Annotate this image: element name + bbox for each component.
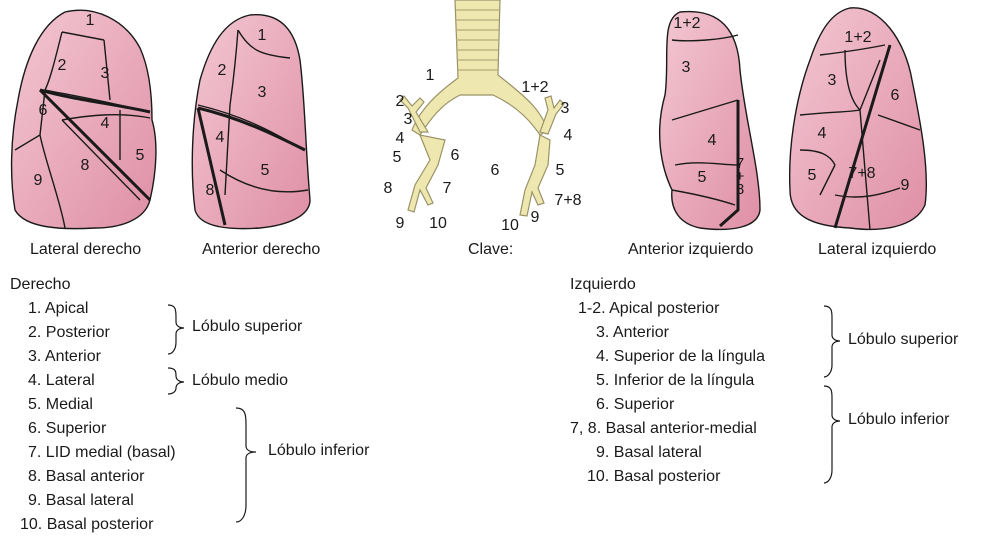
clave-l-5: 5 [556,162,565,179]
caption-anterior-derecho: Anterior derecho [202,241,320,259]
clave-r-1: 1 [426,67,435,84]
ant-der-label-5: 5 [261,162,270,179]
caption-lateral-derecho: Lateral derecho [30,241,141,259]
clave-r-3: 3 [404,111,413,128]
clave-r-9: 9 [396,215,405,232]
legend-izquierdo-item: 9. Basal lateral [570,441,765,465]
lat-izq-label-9: 9 [901,177,910,194]
lat-der-label-1: 1 [86,12,95,29]
legend-izquierdo-item: 5. Inferior de la língula [570,369,765,393]
legend-izquierdo-item: 7, 8. Basal anterior-medial [570,417,765,441]
lat-der-label-9: 9 [34,172,43,189]
ant-der-label-4: 4 [216,129,225,146]
legend-derecho-item: 4. Lateral [20,369,176,393]
lat-izq-label-7-8: 7+8 [848,165,875,182]
group-izquierdo-inferior: Lóbulo inferior [848,411,949,429]
legend-izquierdo-item: 6. Superior [570,393,765,417]
lat-der-label-6: 6 [39,102,48,119]
lung-lateral-derecho [12,10,156,228]
ant-izq-label-7-8: 7+8 [736,155,745,198]
caption-anterior-izquierdo: Anterior izquierdo [628,241,753,259]
clave-l-9: 9 [531,209,540,226]
lat-der-label-4: 4 [101,115,110,132]
lat-der-label-3: 3 [101,65,110,82]
group-derecho-medio: Lóbulo medio [192,372,288,390]
clave-l-6: 6 [491,162,500,179]
lat-izq-label-1-2: 1+2 [844,29,871,46]
ant-izq-label-4: 4 [708,132,717,149]
legend-derecho-item: 9. Basal lateral [20,489,176,513]
legend-derecho: Derecho 1. Apical 2. Posterior 3. Anteri… [10,273,176,537]
legend-izquierdo: Izquierdo 1-2. Apical posterior 3. Anter… [570,273,765,489]
lat-der-label-2: 2 [58,57,67,74]
legend-derecho-item: 5. Medial [20,393,176,417]
lat-izq-label-6: 6 [891,87,900,104]
clave-l-3: 3 [561,100,570,117]
legend-derecho-title: Derecho [10,273,176,297]
legend-derecho-item: 8. Basal anterior [20,465,176,489]
clave-r-10: 10 [429,215,447,232]
clave-r-8: 8 [384,180,393,197]
ant-izq-label-5: 5 [698,169,707,186]
ant-der-label-1: 1 [258,27,267,44]
legend-derecho-item: 7. LID medial (basal) [20,441,176,465]
legend-izquierdo-item: 10. Basal posterior [570,465,765,489]
caption-lateral-izquierdo: Lateral izquierdo [818,241,936,259]
lung-segments-figure: 1 2 3 6 4 5 8 9 1 2 3 4 5 8 1 2 3 4 [0,0,997,270]
group-derecho-inferior: Lóbulo inferior [268,442,369,460]
lat-izq-label-5: 5 [808,167,817,184]
group-derecho-superior: Lóbulo superior [192,318,302,336]
legend-izquierdo-title: Izquierdo [570,273,765,297]
clave-r-6: 6 [451,147,460,164]
lat-der-label-8: 8 [81,157,90,174]
ant-izq-label-1-2: 1+2 [673,15,700,32]
legend-derecho-item: 2. Posterior [20,321,176,345]
legend-izquierdo-item: 3. Anterior [570,321,765,345]
ant-der-label-8: 8 [206,182,215,199]
clave-l-7-8: 7+8 [554,192,581,209]
clave-r-5: 5 [393,149,402,166]
group-izquierdo-superior: Lóbulo superior [848,331,958,349]
legend-derecho-item: 1. Apical [20,297,176,321]
legend-izquierdo-item: 4. Superior de la língula [570,345,765,369]
clave-l-10: 10 [501,217,519,234]
clave-r-7: 7 [443,180,452,197]
legend-izquierdo-item: 1-2. Apical posterior [570,297,765,321]
lat-der-label-5: 5 [136,147,145,164]
ant-der-label-3: 3 [258,84,267,101]
clave-r-4: 4 [396,130,405,147]
lung-anterior-izquierdo [660,12,760,230]
legend-derecho-item: 3. Anterior [20,345,176,369]
lat-izq-label-4: 4 [818,125,827,142]
legend-derecho-item: 6. Superior [20,417,176,441]
clave-l-1-2: 1+2 [521,79,548,96]
lat-izq-label-3: 3 [828,72,837,89]
legend-derecho-item: 10. Basal posterior [20,513,176,537]
ant-izq-label-3: 3 [682,59,691,76]
ant-der-label-2: 2 [218,62,227,79]
clave-l-4: 4 [564,127,573,144]
caption-clave: Clave: [468,241,513,259]
bronchial-tree [400,0,564,216]
clave-r-2: 2 [396,93,405,110]
